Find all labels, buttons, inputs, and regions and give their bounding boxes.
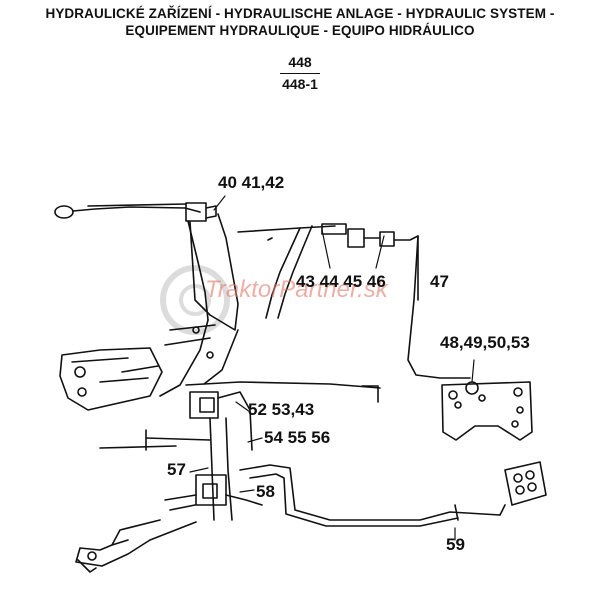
upper-hydraulic-line [237, 223, 471, 379]
lower-hydraulic-line [239, 464, 506, 527]
valve-bracket [441, 381, 533, 441]
callout-47: 47 [430, 272, 449, 291]
lift-frame [159, 213, 239, 397]
callout-59: 59 [446, 535, 465, 554]
callout-54-55-56: 54 55 56 [264, 428, 331, 447]
gear-watermark-icon [160, 265, 230, 335]
model-number-top: 448 [288, 54, 312, 70]
callout-40-41-42: 40 41,42 [218, 173, 285, 192]
central-distributor [99, 381, 381, 521]
lower-linkage-left [59, 347, 163, 411]
page-title-line-2: EQUIPEMENT HYDRAULIQUE - EQUIPO HIDRÁULI… [125, 23, 475, 38]
quick-coupler-block [504, 461, 547, 506]
top-link-assembly [54, 202, 217, 321]
page-title-line-1: HYDRAULICKÉ ZAŘÍZENÍ - HYDRAULISCHE ANLA… [45, 6, 555, 21]
callout-58: 58 [256, 482, 275, 501]
callout-52-53-43: 52 53,43 [248, 400, 315, 419]
callout-leaders [189, 195, 475, 541]
callout-43-44-45-46: 43 44 45 46 [296, 272, 386, 291]
watermark-text: TraktorPartner.sk [205, 276, 388, 303]
callout-57: 57 [167, 460, 186, 479]
lower-arm [75, 494, 197, 573]
model-divider [280, 73, 320, 74]
callout-48-49-50-53: 48,49,50,53 [440, 333, 530, 352]
model-number-bottom: 448-1 [282, 76, 318, 92]
